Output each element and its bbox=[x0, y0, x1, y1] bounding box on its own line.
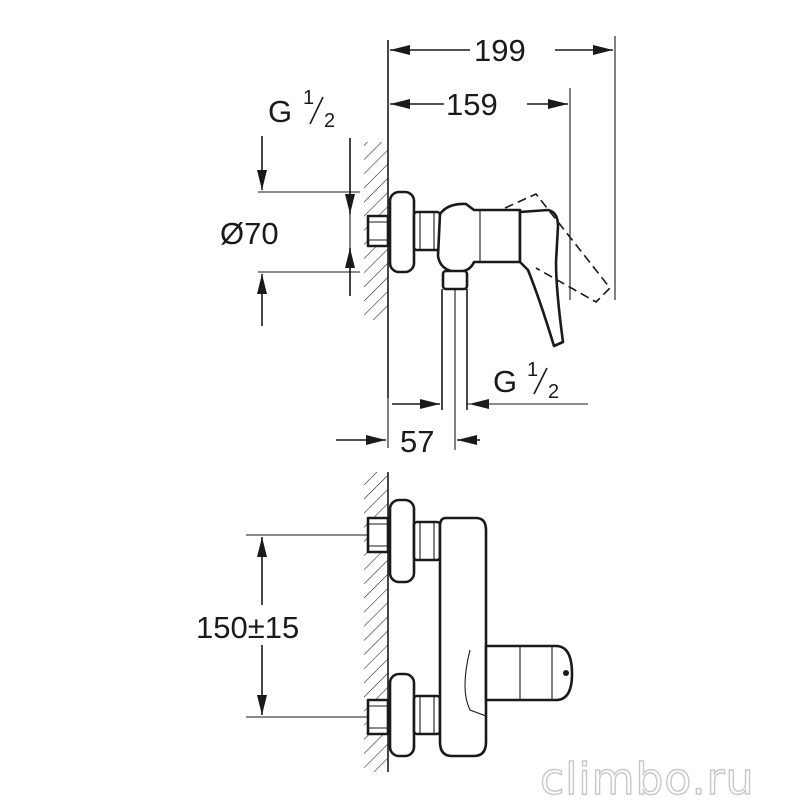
mixer-body-side bbox=[436, 202, 522, 274]
upper-flange-front bbox=[388, 498, 416, 584]
front-view: 150±15 bbox=[196, 472, 574, 772]
dimension-overall-depth: 199 bbox=[390, 33, 613, 68]
mixer-body-front bbox=[438, 516, 488, 758]
dimension-outlet-thread: G 1 2 bbox=[392, 359, 559, 409]
dimension-wall-to-outlet: 57 bbox=[336, 398, 480, 459]
outlet-thread-numerator: 1 bbox=[527, 359, 538, 381]
lever-housing-front bbox=[484, 644, 574, 702]
inlet-thread-numerator: 1 bbox=[303, 87, 314, 109]
lever-handle-side bbox=[518, 208, 565, 348]
wall-flange-side bbox=[388, 190, 416, 274]
dimension-flange-diameter: Ø70 bbox=[220, 136, 279, 326]
diameter-label: Ø70 bbox=[220, 216, 279, 251]
dimension-inlet-thread: G 1 2 bbox=[268, 87, 355, 296]
dimension-57-label: 57 bbox=[400, 424, 434, 459]
upper-inlet-stub-front bbox=[366, 516, 390, 554]
dimension-handle-depth: 159 bbox=[390, 87, 568, 122]
outlet-thread-denominator: 2 bbox=[548, 381, 559, 403]
outlet-neck-side bbox=[441, 269, 469, 291]
lower-flange-front bbox=[388, 672, 416, 758]
outlet-thread-main: G bbox=[493, 364, 517, 399]
watermark-text: climbo.ru bbox=[540, 754, 755, 805]
dimension-159-label: 159 bbox=[446, 87, 498, 122]
lever-handle-open-dashed bbox=[504, 193, 612, 303]
lower-inlet-stub-front bbox=[366, 698, 390, 736]
lower-nut-front bbox=[412, 694, 442, 736]
inlet-stub-side bbox=[366, 214, 390, 248]
inlet-thread-denominator: 2 bbox=[324, 110, 335, 132]
dimension-inlet-spacing: 150±15 bbox=[196, 534, 368, 718]
dimension-199-label: 199 bbox=[474, 33, 526, 68]
connection-nut-side bbox=[412, 210, 442, 252]
inlet-thread-main: G bbox=[268, 94, 292, 129]
side-view: 199 159 57 G 1 2 bbox=[220, 33, 616, 459]
upper-nut-front bbox=[412, 520, 442, 562]
inlet-spacing-label: 150±15 bbox=[196, 610, 299, 645]
